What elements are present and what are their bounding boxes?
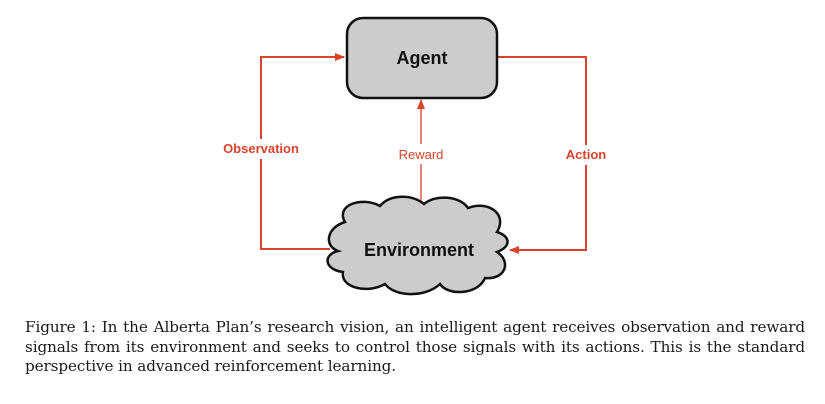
observation-label: Observation [223, 141, 299, 156]
agent-label: Agent [397, 48, 448, 68]
agent-node: Agent [345, 16, 499, 100]
action-label: Action [566, 147, 607, 162]
environment-label: Environment [364, 240, 474, 260]
environment-node: Environment [326, 195, 509, 296]
figure-caption: Figure 1: In the Alberta Plan’s research… [25, 318, 805, 375]
reward-label: Reward [399, 147, 444, 162]
agent-environment-diagram: Observation Action Reward Agent Environm… [223, 16, 607, 296]
